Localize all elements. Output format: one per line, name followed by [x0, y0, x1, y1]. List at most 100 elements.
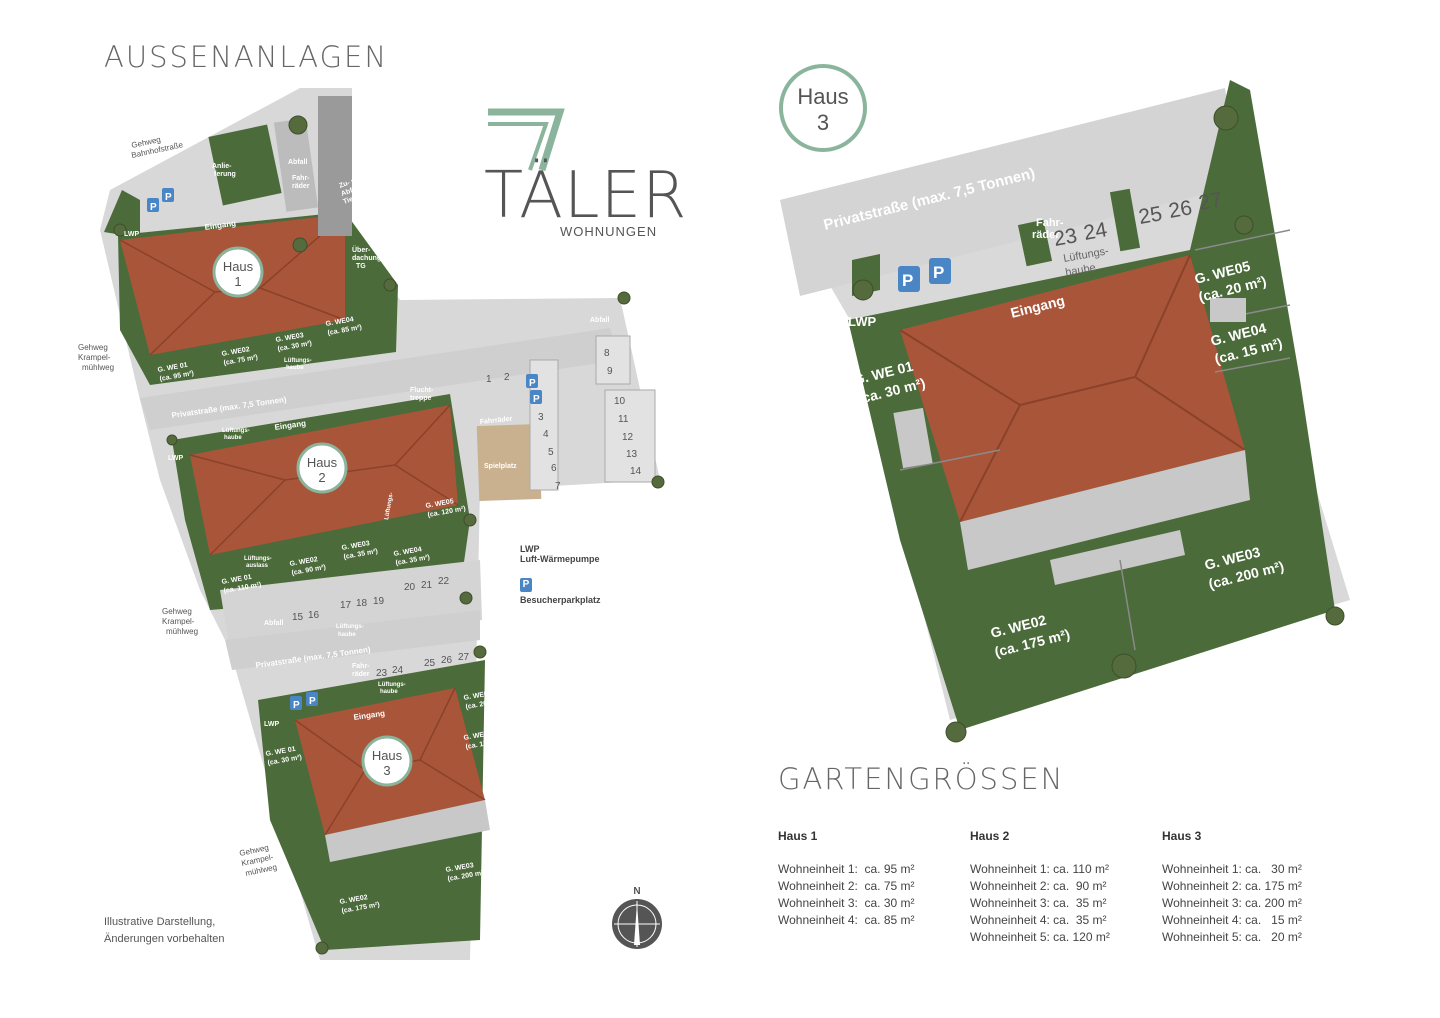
privatstrasse-1 — [140, 328, 620, 430]
svg-text:G. WE05: G. WE05 — [463, 690, 492, 702]
haus3-detail-parking: P P — [898, 258, 951, 292]
garden-size-row: Wohneinheit 4: ca. 85 m² — [778, 913, 915, 927]
svg-text:Haus: Haus — [307, 455, 338, 470]
svg-text:25: 25 — [1137, 202, 1164, 229]
eingang-2: Eingang — [274, 419, 307, 432]
svg-text:G. WE05: G. WE05 — [1193, 258, 1252, 287]
svg-text:P: P — [529, 378, 536, 389]
legend-parking: P Besucherparkplatz — [520, 578, 601, 605]
parking-haus3: P P — [290, 692, 318, 711]
haus1-badge[interactable]: Haus 1 — [212, 246, 264, 298]
haus3-detail-lueftung: Lüftungs- haube — [1062, 245, 1110, 279]
svg-text:16: 16 — [308, 610, 320, 621]
svg-text:Fahr-: Fahr- — [1036, 217, 1064, 229]
svg-text:G. WE04: G. WE04 — [325, 316, 354, 328]
haus3-detail-eingang: Eingang — [1009, 292, 1066, 321]
svg-text:Lüftungs-: Lüftungs- — [222, 428, 250, 434]
svg-text:Lüftungs-: Lüftungs- — [378, 682, 406, 688]
lwp-3: LWP — [264, 721, 279, 728]
svg-text:(ca. 30 m²): (ca. 30 m²) — [856, 375, 927, 407]
svg-text:8: 8 — [604, 348, 610, 359]
svg-text:6: 6 — [551, 463, 557, 474]
svg-text:räder: räder — [352, 671, 370, 678]
anlieferung: Anlie-ferung — [212, 163, 236, 178]
garden-sizes-haus3-title: Haus 3 — [1162, 829, 1202, 843]
garden-sizes-haus1-title: Haus 1 — [778, 829, 818, 843]
parking-haus1: P P — [147, 188, 174, 213]
svg-text:Fahr-: Fahr- — [352, 663, 370, 670]
svg-text:G. WE04: G. WE04 — [393, 546, 422, 558]
abfall-3: Abfall — [264, 620, 284, 627]
street-krampel-2: Gehweg Krampel- mühlweg — [162, 607, 198, 636]
haus3-detail-roof — [900, 255, 1245, 522]
haus3-detail-fahrraeder: Fahr- räder — [1032, 217, 1064, 241]
svg-text:Lüftungs-: Lüftungs- — [336, 624, 364, 630]
svg-text:Krampel-: Krampel- — [162, 617, 195, 626]
logo: TÄLER WOHNUNGEN — [484, 108, 686, 240]
svg-text:G. WE04: G. WE04 — [1209, 320, 1268, 349]
svg-text:23: 23 — [1052, 224, 1079, 251]
svg-text:Krampel-: Krampel- — [78, 353, 111, 362]
disclaimer: Illustrative Darstellung, Änderungen vor… — [104, 914, 224, 948]
garden-size-row: Wohneinheit 3: ca. 200 m² — [1162, 896, 1302, 910]
gardens-heading: GARTENGRÖSSEN — [778, 762, 1065, 796]
svg-text:17: 17 — [340, 600, 352, 611]
svg-text:auslass: auslass — [246, 563, 269, 569]
svg-text:25: 25 — [424, 658, 436, 669]
garden-size-row: Wohneinheit 3: ca. 30 m² — [778, 896, 915, 910]
garden-size-row: Wohneinheit 1: ca. 30 m² — [1162, 862, 1302, 876]
svg-text:treppe: treppe — [410, 395, 432, 402]
svg-text:G. WE03: G. WE03 — [1203, 544, 1262, 573]
svg-text:3: 3 — [817, 110, 829, 135]
garden-size-row: Wohneinheit 5: ca. 20 m² — [1162, 930, 1302, 944]
svg-text:Lüftungs-: Lüftungs- — [1062, 245, 1110, 265]
abfall-2: Abfall — [590, 317, 610, 324]
compass: N — [610, 886, 664, 952]
svg-text:mühlweg: mühlweg — [166, 627, 198, 636]
svg-text:3: 3 — [538, 412, 544, 423]
lwp-2: LWP — [168, 455, 183, 462]
svg-text:12: 12 — [622, 432, 634, 443]
svg-text:G. WE 01: G. WE 01 — [852, 358, 915, 388]
garden-size-row: Wohneinheit 2: ca. 90 m² — [970, 879, 1107, 893]
svg-text:G. WE02: G. WE02 — [289, 556, 318, 568]
abfall-1: Abfall — [288, 159, 308, 166]
haus3-detail-badge[interactable]: Haus 3 — [779, 64, 867, 152]
svg-text:22: 22 — [438, 576, 450, 587]
haus3-badge[interactable]: Haus 3 — [361, 735, 413, 787]
disclaimer-line-2: Änderungen vorbehalten — [104, 933, 225, 945]
svg-text:4: 4 — [543, 429, 549, 440]
svg-text:Gehweg: Gehweg — [162, 607, 192, 616]
svg-text:räder: räder — [1032, 229, 1060, 241]
site-plan-overview: P P P P P P Gehweg Bahnhofstraße Gehweg … — [78, 88, 665, 960]
logo-name: TÄLER — [484, 159, 688, 233]
garden-size-row: Wohneinheit 2: ca. 75 m² — [778, 879, 915, 893]
svg-text:(ca. 15 m²): (ca. 15 m²) — [1213, 335, 1284, 367]
svg-text:P: P — [902, 271, 913, 290]
garden-size-row: Wohneinheit 4: ca. 15 m² — [1162, 913, 1302, 927]
svg-text:23: 23 — [376, 668, 388, 679]
svg-text:Gehweg: Gehweg — [78, 343, 108, 352]
haus3-detail-terrace — [960, 450, 1250, 570]
garden-size-row: Wohneinheit 3: ca. 35 m² — [970, 896, 1107, 910]
svg-text:(ca. 20 m²): (ca. 20 m²) — [1197, 273, 1268, 305]
svg-text:Haus: Haus — [223, 259, 254, 274]
eingang-1: Eingang — [204, 219, 237, 232]
svg-text:haube: haube — [224, 435, 242, 441]
haus2-badge[interactable]: Haus 2 — [296, 442, 348, 494]
garden-sizes-haus3: Haus 3 Wohneinheit 1: ca. 30 m² Wohneinh… — [1162, 828, 1302, 946]
svg-text:G. WE03: G. WE03 — [341, 540, 370, 552]
haus3-detail-garden-labels: G. WE 01 (ca. 30 m²) G. WE02 (ca. 175 m²… — [852, 258, 1286, 660]
svg-text:14: 14 — [630, 466, 642, 477]
garden-sizes-haus2-title: Haus 2 — [970, 829, 1010, 843]
spielplatz-label: Spielplatz — [484, 463, 517, 470]
svg-text:9: 9 — [607, 366, 613, 377]
svg-text:Anlie-: Anlie- — [212, 163, 232, 170]
svg-text:Lüftungs-: Lüftungs- — [244, 556, 272, 562]
svg-text:dachung: dachung — [352, 255, 381, 262]
haus3-detail-lwp: LWP — [848, 314, 876, 329]
svg-text:2: 2 — [318, 470, 325, 485]
svg-text:ferung: ferung — [214, 171, 236, 178]
legend-parking-text: Besucherparkplatz — [520, 595, 601, 605]
svg-text:13: 13 — [626, 449, 638, 460]
